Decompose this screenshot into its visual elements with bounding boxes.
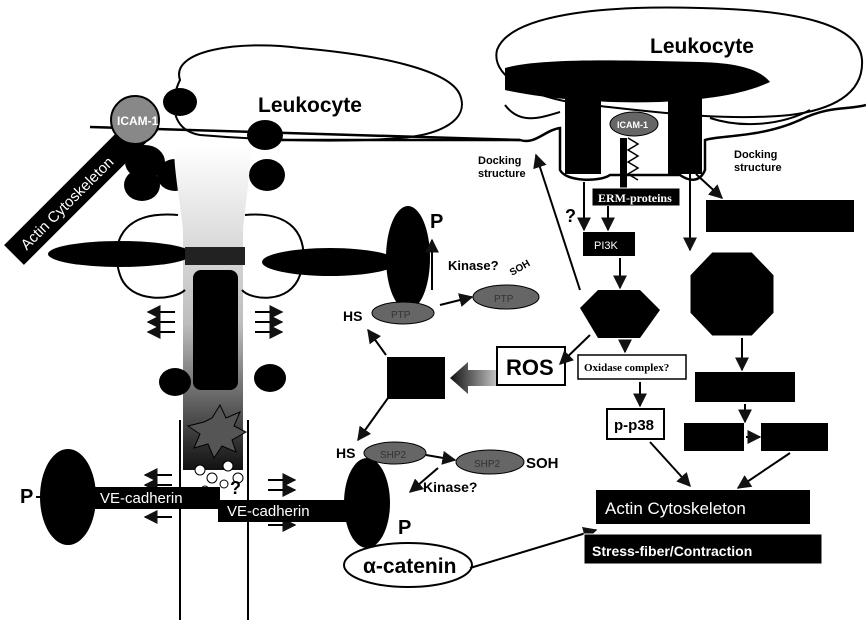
soh-bottom: SOH xyxy=(526,455,559,472)
octagon xyxy=(690,252,774,336)
spring-base xyxy=(620,138,627,188)
blob xyxy=(124,169,160,201)
blob xyxy=(163,88,197,116)
hs-bottom: HS xyxy=(336,445,355,461)
black-box-r1 xyxy=(695,372,795,402)
hs-top: HS xyxy=(343,308,362,324)
bubble xyxy=(220,480,228,488)
ve-cadherin-left-label: VE-cadherin xyxy=(100,490,183,507)
actin-box-label: Actin Cytoskeleton xyxy=(605,499,746,518)
p-left-label: P xyxy=(20,486,33,508)
blob xyxy=(254,364,286,392)
erm-label: ERM-proteins xyxy=(598,191,672,205)
actin-bar-label: Actin Cytoskeleton xyxy=(18,154,118,254)
ptp-bottom-label: SHP2 xyxy=(380,450,407,461)
pi3k-label: PI3K xyxy=(594,240,619,252)
kinase-top: Kinase? xyxy=(448,258,499,273)
cadherin-anchor-left xyxy=(40,449,96,545)
blob xyxy=(249,159,285,191)
receptor-oval-top xyxy=(386,206,430,310)
receptor-right xyxy=(262,248,398,276)
black-box-r2 xyxy=(684,423,744,451)
arrows-left-upper xyxy=(148,312,175,332)
pillar-right xyxy=(668,82,702,174)
bubble xyxy=(207,473,217,483)
pp38-label: p-p38 xyxy=(614,417,654,434)
stress-fiber-label: Stress-fiber/Contraction xyxy=(592,543,752,559)
stalk-core xyxy=(193,270,238,390)
ptp-bottom-ox-label: SHP2 xyxy=(474,459,501,470)
ros-arrow xyxy=(450,362,500,394)
black-bar-right xyxy=(706,200,854,232)
leukocyte-left-body xyxy=(174,45,462,140)
ptp-top-label: PTP xyxy=(391,310,411,321)
soh-top: SOH xyxy=(508,258,532,278)
blob xyxy=(159,368,191,396)
ros-label: ROS xyxy=(506,355,554,380)
stalk-band xyxy=(185,247,245,265)
leukocyte-right-label: Leukocyte xyxy=(650,35,754,58)
arrows-right-upper xyxy=(255,312,282,332)
oxidase-label: Oxidase complex? xyxy=(584,362,669,374)
kinase-bottom: Kinase? xyxy=(423,479,477,495)
spring xyxy=(628,138,638,180)
icam1-label: ICAM-1 xyxy=(117,114,159,128)
question-mark-right: ? xyxy=(565,206,576,226)
icam1-receptor-label: ICAM-1 xyxy=(617,120,648,130)
p-top-label: P xyxy=(430,211,443,233)
alpha-catenin-label: α-catenin xyxy=(363,555,456,578)
ve-cadherin-right-label: VE-cadherin xyxy=(227,503,310,520)
bubble xyxy=(195,465,205,475)
leukocyte-left-label: Leukocyte xyxy=(258,94,362,117)
receptor-left xyxy=(48,241,192,267)
p-right-label: P xyxy=(398,517,411,539)
blob xyxy=(247,120,283,150)
cadherin-anchor-right xyxy=(344,458,390,548)
question-mark: ? xyxy=(230,478,241,498)
hexagon xyxy=(580,290,660,338)
bubble xyxy=(223,461,233,471)
pillar-left xyxy=(565,82,601,174)
black-box-r3 xyxy=(761,423,828,451)
ros-target-box xyxy=(387,357,445,399)
ptp-top-ox-label: PTP xyxy=(494,294,514,305)
